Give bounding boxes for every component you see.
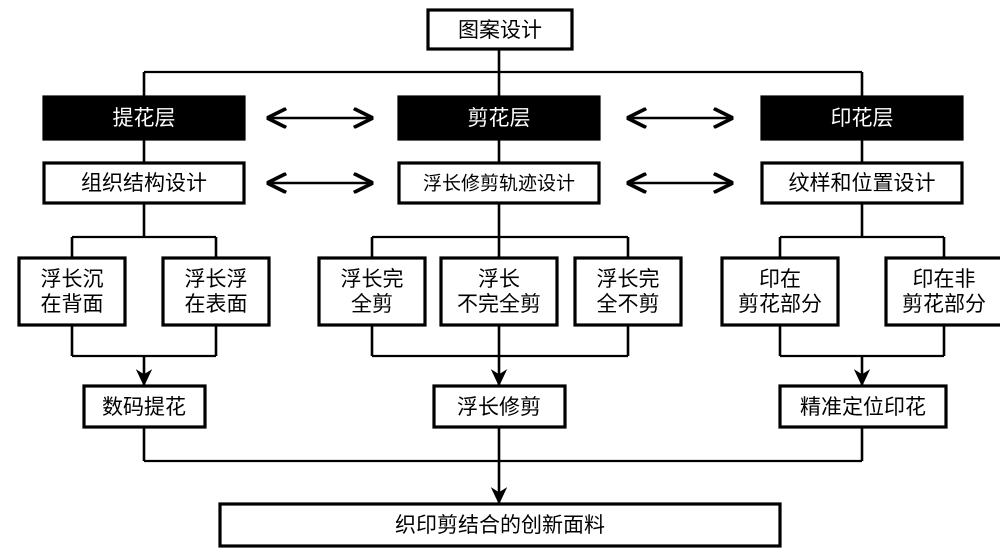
node-result-digital-jacquard-label: 数码提花: [102, 395, 186, 419]
connector-options-to-jacquard: [70, 325, 218, 387]
node-float-front[interactable]: 浮长浮 在表面: [161, 256, 271, 327]
node-final-fabric[interactable]: 织印剪结合的创新面料: [218, 502, 782, 548]
node-cut-none-line1: 浮长完: [597, 267, 660, 291]
connector-results-to-final: [142, 427, 864, 505]
node-root[interactable]: 图案设计: [426, 8, 574, 51]
connector-layers-to-designs: [142, 139, 864, 163]
node-layer-jacquard-label: 提花层: [113, 106, 176, 130]
node-design-weave[interactable]: 组织结构设计: [42, 161, 246, 205]
node-design-weave-label: 组织结构设计: [81, 171, 207, 195]
node-float-front-line1: 浮长浮: [185, 267, 248, 291]
node-cut-none-line2: 全不剪: [597, 292, 660, 316]
node-cut-partial[interactable]: 浮长 不完全剪: [439, 256, 559, 327]
node-result-float-trim-label: 浮长修剪: [457, 395, 541, 419]
node-design-pattern-position[interactable]: 纹样和位置设计: [760, 161, 964, 205]
node-float-back-line2: 在背面: [41, 292, 104, 316]
node-result-digital-jacquard[interactable]: 数码提花: [82, 384, 207, 429]
connector-options-to-print: [778, 325, 946, 387]
connector-weave-to-options: [70, 203, 218, 258]
node-final-fabric-label: 织印剪结合的创新面料: [395, 513, 605, 537]
node-print-on-cut[interactable]: 印在 剪花部分: [720, 256, 840, 327]
connector-trimpath-to-options: [370, 203, 630, 258]
node-cut-full-line2: 全剪: [351, 292, 393, 316]
node-root-label: 图案设计: [458, 18, 542, 42]
node-print-off-cut-line2: 剪花部分: [902, 292, 986, 316]
node-layer-cut-label: 剪花层: [468, 106, 531, 130]
node-cut-partial-line1: 浮长: [478, 267, 520, 291]
node-float-back[interactable]: 浮长沉 在背面: [17, 256, 127, 327]
node-cut-full-line1: 浮长完: [341, 267, 404, 291]
node-layer-print-label: 印花层: [831, 106, 894, 130]
node-print-off-cut[interactable]: 印在非 剪花部分: [884, 256, 1000, 327]
node-result-precision-print-label: 精准定位印花: [800, 395, 926, 419]
node-result-precision-print[interactable]: 精准定位印花: [778, 384, 948, 429]
node-layer-jacquard[interactable]: 提花层: [42, 95, 246, 141]
node-design-trim-path[interactable]: 浮长修剪轨迹设计: [397, 161, 601, 205]
node-float-back-line1: 浮长沉: [41, 267, 104, 291]
node-float-front-line2: 在表面: [185, 292, 248, 316]
node-result-float-trim[interactable]: 浮长修剪: [432, 384, 567, 429]
node-print-on-cut-line1: 印在: [759, 267, 801, 291]
node-design-trim-path-label: 浮长修剪轨迹设计: [423, 173, 575, 195]
node-layer-print[interactable]: 印花层: [760, 95, 964, 141]
node-cut-partial-line2: 不完全剪: [457, 292, 541, 316]
node-cut-full[interactable]: 浮长完 全剪: [317, 256, 427, 327]
node-cut-none[interactable]: 浮长完 全不剪: [573, 256, 683, 327]
connector-pattern-to-options: [778, 203, 946, 258]
node-design-pattern-position-label: 纹样和位置设计: [789, 171, 936, 195]
node-layer-cut[interactable]: 剪花层: [397, 95, 601, 141]
node-print-off-cut-line1: 印在非: [913, 267, 976, 291]
connector-root-to-bus: [142, 49, 864, 97]
connector-options-to-trim: [370, 325, 630, 387]
node-print-on-cut-line2: 剪花部分: [738, 292, 822, 316]
